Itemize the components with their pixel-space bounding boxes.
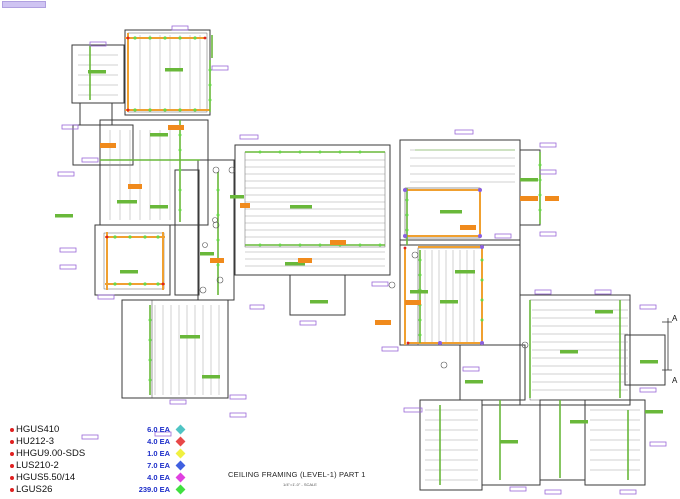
diamond-icon (175, 448, 186, 459)
diamond-icon (175, 436, 186, 447)
beam-tags-orange (100, 125, 559, 325)
hanger-markers (113, 36, 542, 382)
bullet-icon (10, 428, 14, 432)
legend-item-name: HGUS410 (16, 424, 60, 435)
drawing-title: CEILING FRAMING (LEVEL-1) PART 1 (228, 470, 366, 479)
legend-item-qty: 239.0 EA (138, 485, 170, 494)
bullet-icon (10, 464, 14, 468)
beam-tags-green (55, 68, 663, 444)
section-marker-bottom: A (672, 376, 678, 385)
section-cut-line (662, 318, 672, 371)
legend-item-name: HGUS5.50/14 (16, 472, 76, 483)
legend-item-qty: 6.0 EA (147, 425, 170, 434)
legend-row: LGUS26 239.0 EA (10, 484, 190, 495)
hardware-legend: HGUS410 6.0 EA HU212-3 4.0 EA HHGU9.00-S… (10, 424, 190, 496)
beams-green (89, 35, 629, 485)
legend-item-qty: 7.0 EA (147, 461, 170, 470)
legend-row: HGUS410 6.0 EA (10, 424, 190, 435)
legend-item-name: LUS210-2 (16, 460, 59, 471)
dimension-tags-purple (57, 25, 667, 495)
wall-outlines (71, 29, 666, 491)
legend-item-name: HHGU9.00-SDS (16, 448, 86, 459)
diamond-icon (175, 484, 186, 495)
section-marker-top: A (672, 314, 678, 323)
hanger-markers-red (105, 36, 410, 345)
diamond-icon (175, 472, 186, 483)
legend-row: HHGU9.00-SDS 1.0 EA (10, 448, 190, 459)
legend-item-name: LGUS26 (16, 484, 53, 495)
legend-row: HGUS5.50/14 4.0 EA (10, 472, 190, 483)
post-markers (199, 166, 529, 369)
diamond-icon (175, 460, 186, 471)
diamond-icon (175, 424, 186, 435)
beams-orange (105, 33, 484, 345)
bullet-icon (10, 476, 14, 480)
ceiling-joists (78, 35, 640, 481)
scale-note: 1/4"=1'-0" - SCALE (283, 482, 317, 487)
legend-item-qty: 4.0 EA (147, 473, 170, 482)
legend-row: LUS210-2 7.0 EA (10, 460, 190, 471)
legend-item-qty: 1.0 EA (147, 449, 170, 458)
legend-item-qty: 4.0 EA (147, 437, 170, 446)
hanger-markers-alt (403, 188, 484, 345)
bullet-icon (10, 440, 14, 444)
bullet-icon (10, 488, 14, 492)
legend-row: HU212-3 4.0 EA (10, 436, 190, 447)
legend-item-name: HU212-3 (16, 436, 55, 447)
sheet-tag (2, 1, 46, 8)
bullet-icon (10, 452, 14, 456)
